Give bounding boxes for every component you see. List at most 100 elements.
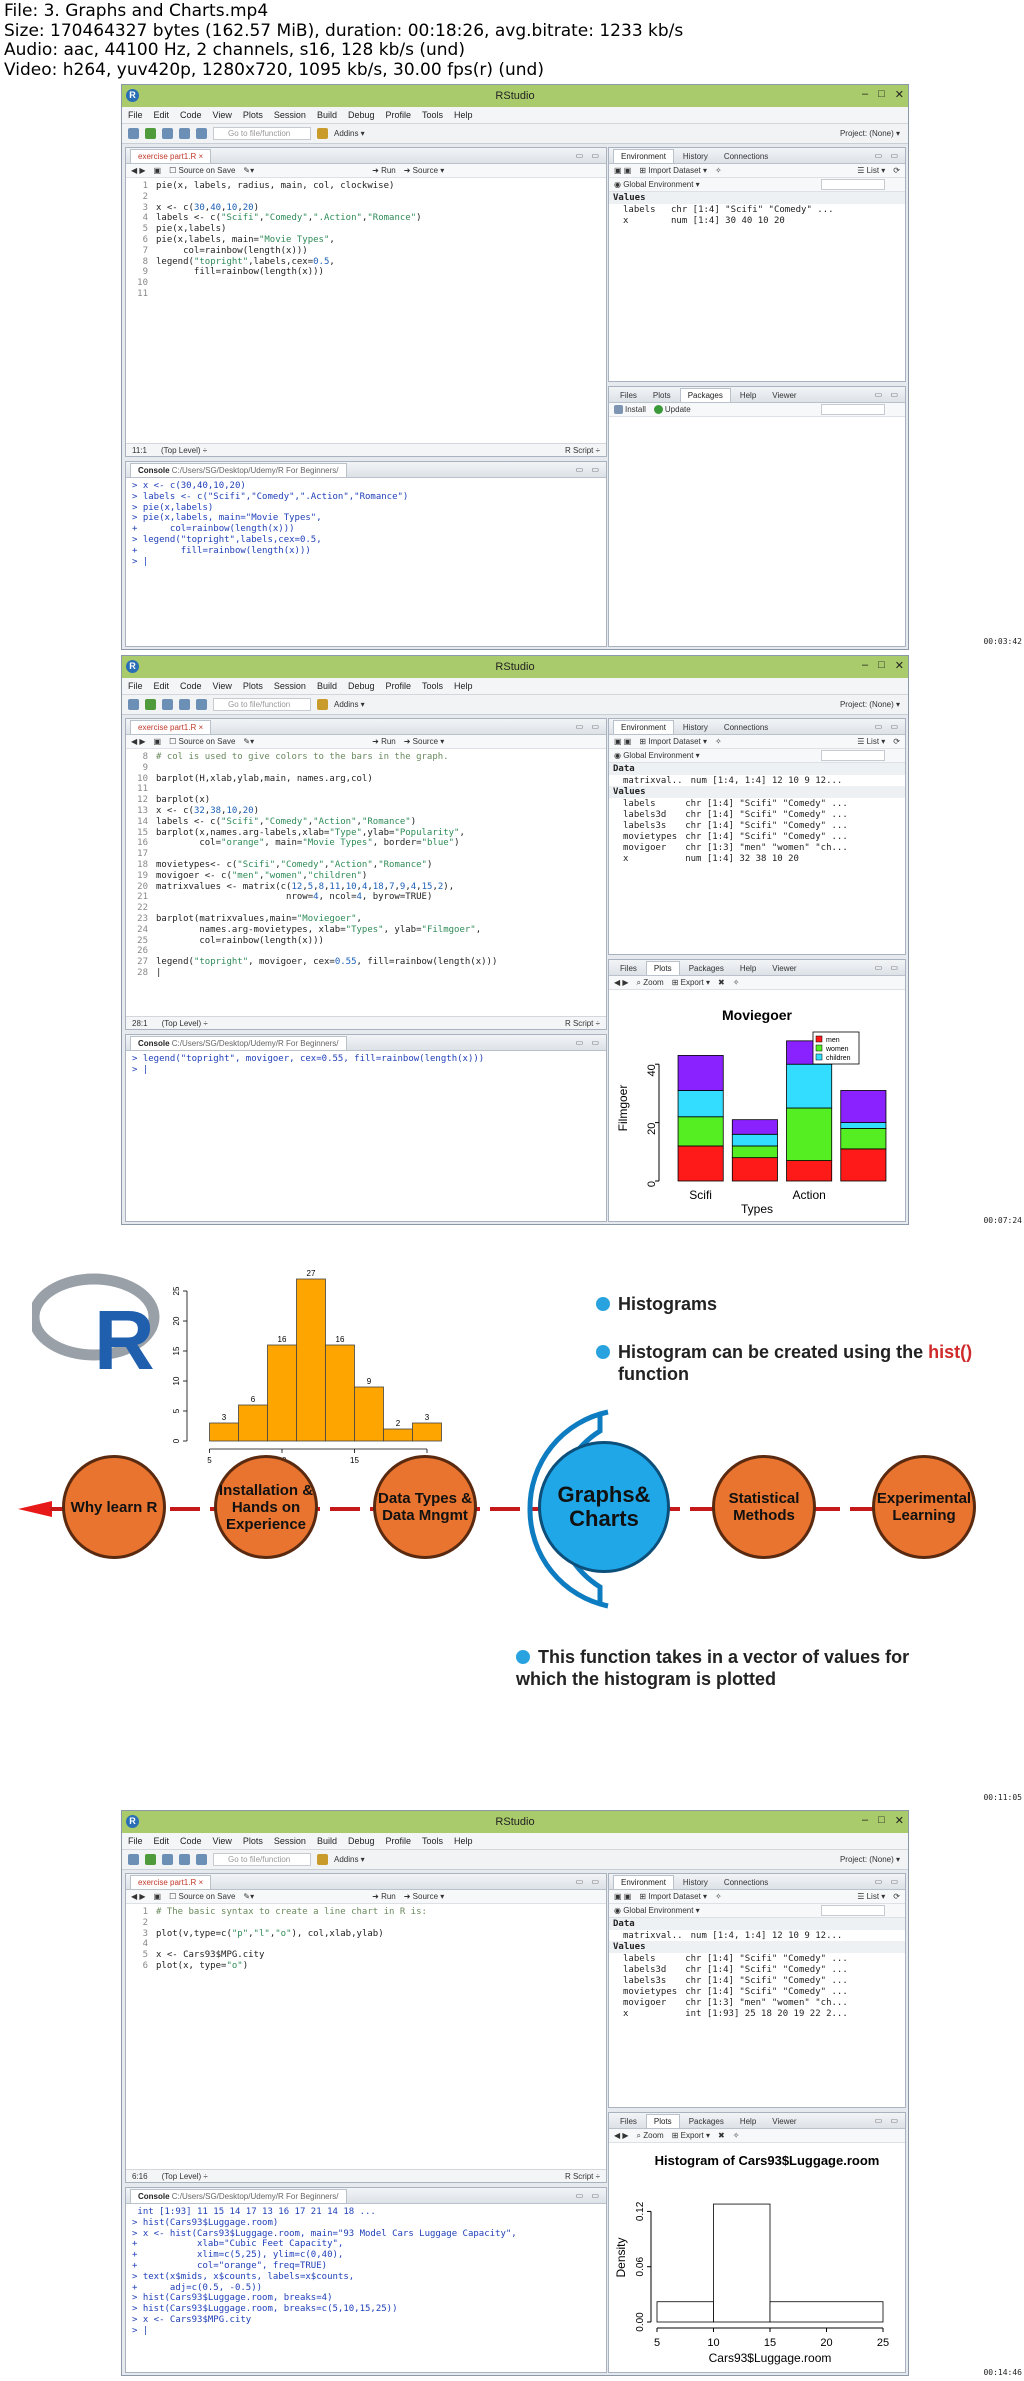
- print-icon[interactable]: [196, 699, 207, 710]
- tab-plots[interactable]: Plots: [645, 961, 680, 975]
- pane-controls[interactable]: ▭ ▭: [575, 465, 602, 474]
- save-icon[interactable]: ▣: [153, 737, 162, 746]
- new-file-icon[interactable]: [128, 128, 139, 139]
- save-icon[interactable]: [162, 128, 173, 139]
- menu-debug[interactable]: Debug: [347, 1836, 375, 1846]
- menu-profile[interactable]: Profile: [385, 110, 412, 120]
- broom-icon[interactable]: ✧: [714, 737, 722, 746]
- list-view-menu[interactable]: ☰ List ▾: [857, 1892, 886, 1901]
- save-all-icon[interactable]: [179, 699, 190, 710]
- open-project-icon[interactable]: [145, 128, 156, 139]
- menu-session[interactable]: Session: [273, 1836, 306, 1846]
- wand-icon[interactable]: ✎▾: [243, 166, 255, 175]
- source-button[interactable]: ➜ Source ▾: [403, 166, 445, 175]
- broom-icon[interactable]: ✧: [714, 166, 722, 175]
- tab-viewer[interactable]: Viewer: [772, 2117, 797, 2126]
- zoom-button[interactable]: ⌕ Zoom: [636, 2130, 664, 2140]
- go-to-file-input[interactable]: Go to file/function: [213, 1853, 311, 1866]
- source-on-save-checkbox[interactable]: ☐ Source on Save: [169, 1892, 236, 1901]
- pane-controls[interactable]: ▭ ▭: [575, 1877, 602, 1886]
- global-environment-menu[interactable]: ◉ Global Environment ▾: [614, 751, 700, 760]
- list-view-menu[interactable]: ☰ List ▾: [857, 166, 886, 175]
- menu-profile[interactable]: Profile: [385, 1836, 412, 1846]
- import-dataset-button[interactable]: ⊞ Import Dataset ▾: [639, 1892, 707, 1901]
- new-file-icon[interactable]: [128, 1854, 139, 1865]
- console-output[interactable]: > x <- c(30,40,10,20)> labels <- c("Scif…: [126, 478, 606, 567]
- tab-environment[interactable]: Environment: [613, 149, 674, 163]
- save-icon[interactable]: [162, 699, 173, 710]
- environment-search-input[interactable]: [821, 750, 885, 761]
- install-button[interactable]: Install: [614, 405, 646, 415]
- remove-plot-icon[interactable]: ✖: [717, 2131, 725, 2140]
- list-view-menu[interactable]: ☰ List ▾: [857, 737, 886, 746]
- addins-menu[interactable]: Addins ▾: [334, 700, 365, 709]
- run-button[interactable]: ➜ Run: [372, 1892, 396, 1901]
- pane-controls[interactable]: ▭ ▭: [575, 2191, 602, 2200]
- menu-view[interactable]: View: [212, 110, 232, 120]
- tab-packages[interactable]: Packages: [688, 964, 724, 973]
- tab-plots[interactable]: Plots: [645, 2114, 680, 2128]
- maximize-icon[interactable]: □: [878, 659, 885, 671]
- menu-plots[interactable]: Plots: [242, 1836, 263, 1846]
- back-icon[interactable]: ◀ ▶: [131, 166, 146, 175]
- tab-exercise-part1[interactable]: exercise part1.R ×: [130, 720, 212, 734]
- tab-history[interactable]: History: [682, 152, 708, 161]
- source-button[interactable]: ➜ Source ▾: [403, 1892, 445, 1901]
- tab-packages[interactable]: Packages: [688, 2117, 724, 2126]
- global-environment-menu[interactable]: ◉ Global Environment ▾: [614, 1906, 700, 1915]
- env-row[interactable]: matrixval..num [1:4, 1:4] 12 10 9 12...: [609, 775, 905, 786]
- menu-debug[interactable]: Debug: [347, 681, 375, 691]
- menu-edit[interactable]: Edit: [153, 681, 170, 691]
- menu-tools[interactable]: Tools: [422, 681, 444, 691]
- maximize-icon[interactable]: □: [878, 88, 885, 100]
- menu-debug[interactable]: Debug: [347, 110, 375, 120]
- addins-menu[interactable]: Addins ▾: [334, 1855, 365, 1864]
- back-icon[interactable]: ◀ ▶: [131, 1892, 146, 1901]
- scope-indicator[interactable]: (Top Level) ÷: [161, 2171, 208, 2181]
- pane-controls[interactable]: ▭ ▭: [874, 963, 901, 972]
- tab-connections[interactable]: Connections: [723, 152, 769, 161]
- package-search-input[interactable]: [821, 404, 885, 415]
- menu-tools[interactable]: Tools: [422, 110, 444, 120]
- pane-controls[interactable]: ▭ ▭: [874, 722, 901, 731]
- clear-plots-icon[interactable]: ✧: [732, 978, 740, 987]
- save-icon[interactable]: ▣: [153, 1892, 162, 1901]
- go-to-file-input[interactable]: Go to file/function: [213, 127, 311, 140]
- global-environment-menu[interactable]: ◉ Global Environment ▾: [614, 180, 700, 189]
- tab-exercise-part1[interactable]: exercise part1.R ×: [130, 149, 212, 163]
- save-all-icon[interactable]: [179, 128, 190, 139]
- menu-view[interactable]: View: [212, 1836, 232, 1846]
- scope-indicator[interactable]: (Top Level) ÷: [160, 445, 208, 455]
- tab-packages[interactable]: Packages: [679, 388, 731, 402]
- tab-viewer[interactable]: Viewer: [772, 391, 797, 400]
- menu-code[interactable]: Code: [180, 1836, 202, 1846]
- pane-controls[interactable]: ▭ ▭: [874, 151, 901, 160]
- file-type-menu[interactable]: R Script ÷: [564, 2171, 600, 2181]
- tab-environment[interactable]: Environment: [613, 720, 674, 734]
- tab-console[interactable]: Console C:/Users/SG/Desktop/Udemy/R For …: [130, 2189, 347, 2203]
- print-icon[interactable]: [196, 1854, 207, 1865]
- menu-view[interactable]: View: [212, 681, 232, 691]
- menu-edit[interactable]: Edit: [153, 110, 170, 120]
- pane-controls[interactable]: ▭ ▭: [874, 1877, 901, 1886]
- tab-console[interactable]: Console C:/Users/SG/Desktop/Udemy/R For …: [130, 463, 347, 477]
- remove-plot-icon[interactable]: ✖: [717, 978, 725, 987]
- open-project-icon[interactable]: [145, 699, 156, 710]
- menu-session[interactable]: Session: [273, 681, 306, 691]
- save-icon[interactable]: ▣: [153, 166, 162, 175]
- close-icon[interactable]: ✕: [894, 660, 904, 672]
- menu-help[interactable]: Help: [454, 110, 473, 120]
- clear-plots-icon[interactable]: ✧: [732, 2131, 740, 2140]
- addins-menu[interactable]: Addins ▾: [334, 129, 365, 138]
- tab-viewer[interactable]: Viewer: [772, 964, 797, 973]
- menu-build[interactable]: Build: [316, 110, 337, 120]
- tab-files[interactable]: Files: [620, 391, 637, 400]
- tab-files[interactable]: Files: [620, 964, 637, 973]
- source-on-save-checkbox[interactable]: ☐ Source on Save: [169, 737, 236, 746]
